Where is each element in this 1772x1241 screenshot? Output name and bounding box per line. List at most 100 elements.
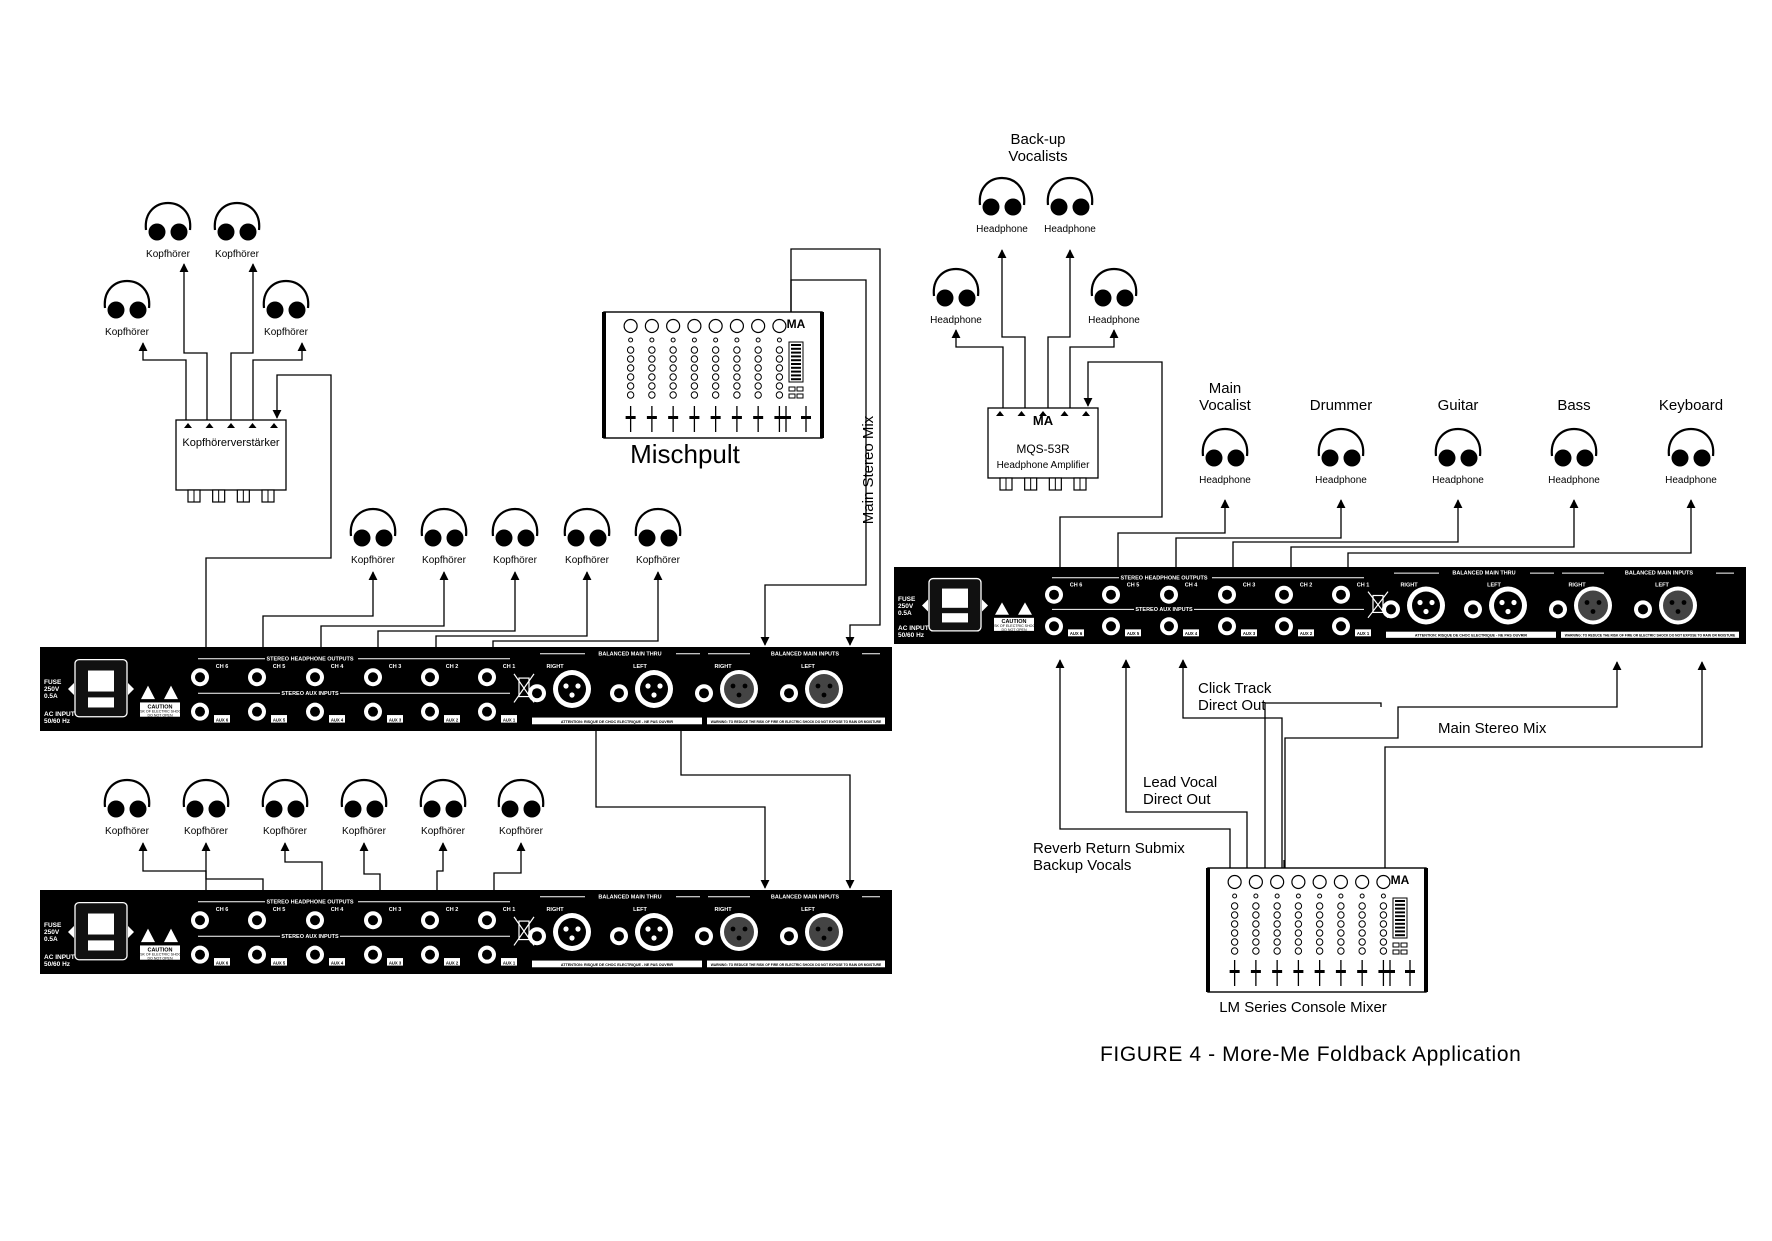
aux-label: AUX 4 xyxy=(331,717,344,722)
signal-wire xyxy=(435,571,592,647)
gain-knob xyxy=(751,318,766,334)
eq-knob xyxy=(690,391,699,399)
main-stereo-mix-label-right: Main Stereo Mix xyxy=(1438,720,1547,737)
eq-knob xyxy=(1379,902,1388,910)
main-thru-header: BALANCED MAIN THRU xyxy=(1452,571,1515,577)
main-inputs-header: BALANCED MAIN INPUTS xyxy=(1625,571,1693,577)
signal-wire xyxy=(205,374,332,647)
warning-triangle-icon xyxy=(141,685,155,700)
eq-knob xyxy=(1252,929,1260,937)
eq-knob xyxy=(1294,929,1303,937)
signal-wire xyxy=(262,571,378,647)
headband xyxy=(261,778,309,808)
eq-knob xyxy=(690,346,699,354)
channel-label: CH 4 xyxy=(1185,582,1198,588)
warning-triangle-icon xyxy=(995,602,1009,615)
ear-cup xyxy=(344,800,362,818)
headband xyxy=(1667,427,1715,457)
ear-cup xyxy=(1460,449,1478,467)
gain-knob xyxy=(1227,874,1242,890)
right-label: RIGHT xyxy=(1568,582,1586,588)
eq-knob xyxy=(1358,947,1366,955)
headphone-icon: Headphone xyxy=(1548,427,1600,486)
headband xyxy=(978,176,1026,206)
headphone-label: Headphone xyxy=(1044,224,1096,235)
eq-knob xyxy=(1358,920,1366,928)
channel-label: CH 3 xyxy=(1243,582,1256,588)
ear-cup xyxy=(107,800,125,818)
signal-wire xyxy=(320,571,449,647)
ear-cup xyxy=(148,223,166,241)
warning-text: WARNING: TO REDUCE THE RISK OF FIRE OR E… xyxy=(711,963,882,967)
caution-box xyxy=(994,617,1034,631)
signal-wire xyxy=(1175,499,1346,567)
musician-label: Guitar xyxy=(1438,397,1479,414)
headphone-label: Kopfhörer xyxy=(342,826,387,837)
channel-label: CH 6 xyxy=(1070,582,1083,588)
headband xyxy=(103,279,151,309)
aux-header: STEREO AUX INPUTS xyxy=(281,934,339,940)
aux-label: AUX 1 xyxy=(503,960,516,965)
headphone-label: Headphone xyxy=(1315,475,1367,486)
signal-wire xyxy=(1284,661,1622,868)
eq-knob xyxy=(1294,947,1303,955)
channel-fader xyxy=(1229,970,1240,973)
output-arrow-icon xyxy=(205,423,214,428)
gain-knob xyxy=(623,318,638,334)
master-fader xyxy=(781,416,791,419)
ear-cup xyxy=(1671,449,1689,467)
ear-cup xyxy=(1321,449,1339,467)
left-label: LEFT xyxy=(801,907,815,913)
aux-label: AUX 6 xyxy=(1070,631,1083,636)
eq-knob xyxy=(1273,920,1281,928)
headphone-label: Kopfhörer xyxy=(105,826,150,837)
ear-cup xyxy=(1438,449,1456,467)
left-label: LEFT xyxy=(1655,582,1669,588)
eq-knob xyxy=(733,391,741,399)
outputs-header: STEREO HEADPHONE OUTPUTS xyxy=(266,899,353,905)
eq-knob xyxy=(1379,920,1388,928)
figure-caption: FIGURE 4 - More-Me Foldback Application xyxy=(1100,1043,1521,1066)
eq-knob xyxy=(626,373,635,381)
eq-knob xyxy=(626,391,635,399)
headphone-amplifier-right: MA MQS-53R Headphone Amplifier xyxy=(987,407,1099,491)
channel-fader xyxy=(1335,970,1346,973)
eq-knob xyxy=(711,355,720,363)
channel-fader xyxy=(1250,970,1261,973)
output-arrow-icon xyxy=(996,411,1004,416)
eq-knob xyxy=(1230,929,1239,937)
caution-label: CAUTION xyxy=(147,947,172,953)
eq-knob xyxy=(733,373,741,381)
ear-cup xyxy=(239,223,257,241)
headphone-icon: Kopfhörer xyxy=(182,778,230,837)
ear-cup xyxy=(353,529,371,547)
signal-wire xyxy=(951,329,1004,408)
gain-knob xyxy=(1376,874,1391,890)
mischpult-console: MA xyxy=(602,311,824,439)
channel-fader xyxy=(710,416,721,419)
output-arrow-icon xyxy=(227,423,235,428)
eq-knob xyxy=(690,355,699,363)
right-label: RIGHT xyxy=(714,664,732,670)
headband xyxy=(419,778,467,808)
ear-cup xyxy=(287,800,305,818)
channel-label: CH 5 xyxy=(1127,582,1140,588)
latch-icon xyxy=(68,926,74,938)
eq-knob xyxy=(1252,947,1260,955)
ear-cup xyxy=(129,301,147,319)
aux-label: AUX 3 xyxy=(389,960,402,965)
ear-cup xyxy=(265,800,283,818)
iec-socket xyxy=(942,588,968,608)
eq-knob xyxy=(754,391,762,399)
ear-cup xyxy=(445,800,463,818)
headphone-icon: Kopfhörer xyxy=(144,201,192,260)
headband xyxy=(349,507,397,537)
aux-label: AUX 2 xyxy=(446,960,459,965)
eq-knob xyxy=(1337,902,1345,910)
channel-fader xyxy=(1272,970,1283,973)
channel-label: CH 2 xyxy=(1300,582,1313,588)
headphone-icon: Headphone xyxy=(1432,427,1484,486)
